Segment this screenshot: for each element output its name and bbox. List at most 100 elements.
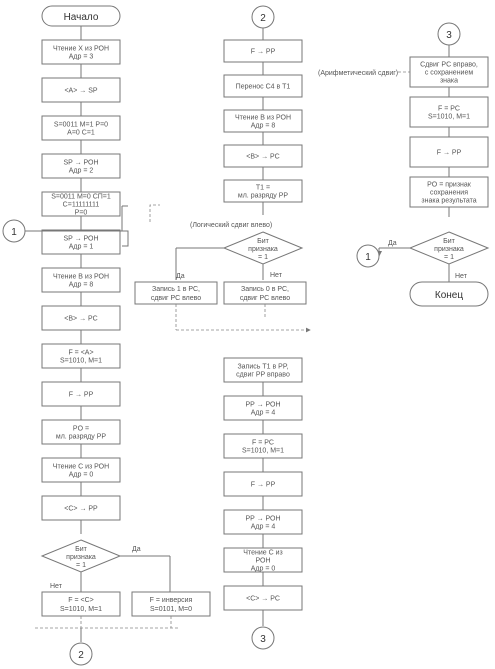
- col1-box-2: [41, 115, 121, 141]
- decision-col3-no: Нет: [455, 273, 468, 280]
- col2-box-0-line-0: F → PP: [251, 49, 276, 56]
- connector-3-bottom: [251, 626, 275, 650]
- col1-box-6-line-0: Чтение B из РОН: [53, 274, 109, 281]
- decision-col2-line1: Бит: [257, 238, 270, 245]
- col2lower-box-2-line-1: S=1010, M=1: [242, 448, 284, 455]
- col1-box-9-line-0: F → PP: [69, 392, 94, 399]
- decision-col2-no: Нет: [270, 272, 283, 279]
- col3-box-0-line-2: знака: [440, 78, 458, 85]
- end-terminator: [409, 281, 489, 307]
- branch-col1-left: [41, 591, 121, 617]
- col1-box-4-line-0: S=0011 M=0 СП=1: [51, 194, 111, 201]
- col1-box-11-line-0: Чтение C из РОН: [53, 464, 109, 471]
- branch-col1-left-line1: F = <C>: [68, 597, 93, 604]
- connector-2-bottom-label: 2: [78, 650, 84, 661]
- col1-box-4-line-2: P=0: [75, 210, 88, 217]
- col1-box-5-line-1: Адр = 1: [69, 244, 94, 251]
- col1-box-7: [41, 305, 121, 331]
- col1-box-0-line-1: Адр = 3: [69, 54, 94, 61]
- col2lower-box-2-line-0: F = РС: [252, 440, 274, 447]
- col1-box-8: [41, 343, 121, 369]
- connector-1-left-label: 1: [11, 227, 17, 238]
- decision-col3-line1: Бит: [443, 238, 456, 245]
- decision-col3-line2: признака: [434, 246, 464, 253]
- col2lower-box-4-line-1: Адр = 4: [251, 524, 276, 531]
- col3-box-0-line-0: Сдвиг PC вправо,: [420, 62, 478, 69]
- branch-col2-right-line2: сдвиг РС влево: [240, 295, 290, 302]
- decision-col2-yes: Да: [176, 273, 185, 280]
- col3-box-3-line-0: PO = признак: [427, 182, 472, 189]
- col2-box-4-line-0: T1 =: [256, 185, 270, 192]
- branch-col2-left-line1: Запись 1 в РС,: [152, 286, 200, 293]
- col1-box-3-line-0: SP → РОН: [63, 160, 98, 167]
- col1-box-1-line-0: <A> → SP: [64, 88, 97, 95]
- col3-box-3-line-2: знака результата: [421, 198, 476, 205]
- branch-col1-left-line2: S=1010, M=1: [60, 606, 102, 613]
- col2lower-box-5-line-1: РОН: [255, 558, 270, 565]
- col2-box-2-line-1: Адр = 8: [251, 123, 276, 130]
- col1-box-2-line-0: S=0011 M=1 P=0: [54, 122, 108, 129]
- col1-box-12-line-0: <C> → PP: [64, 506, 98, 513]
- col1-box-7-line-0: <B> → РС: [64, 316, 97, 323]
- connector-2-bottom: [69, 642, 93, 666]
- end-label: Конец: [435, 290, 463, 301]
- col3-box-0-line-1: с сохранением: [425, 70, 474, 77]
- col3-note: (Арифметический сдвиг): [318, 69, 398, 77]
- decision-col1-yes: Да: [132, 546, 141, 553]
- col1-box-2-line-1: А=0 С=1: [67, 130, 95, 137]
- branch-col2-right-line1: Запись 0 в РС,: [241, 286, 289, 293]
- connector-3-top-label: 3: [446, 30, 452, 41]
- col1-box-6-line-1: Адр = 8: [69, 282, 94, 289]
- decision-col2-line2: признака: [248, 246, 278, 253]
- col2lower-box-4-line-0: PP → РОН: [245, 516, 280, 523]
- col3-box-0: [409, 56, 489, 88]
- col2-box-3-line-0: <B> → РС: [246, 154, 279, 161]
- col1-box-0-line-0: Чтение X из РОН: [53, 46, 109, 53]
- col2lower-box-5-line-2: Адр = 0: [251, 566, 276, 573]
- decision-col1-line3: = 1: [76, 562, 86, 569]
- col2lower-box-0-line-1: сдвиг PP вправо: [236, 372, 290, 379]
- decision-col1-line2: признака: [66, 554, 96, 561]
- col1-box-10-line-0: PO =: [73, 426, 89, 433]
- branch-col1-right-line2: S=0101, M=0: [150, 606, 192, 613]
- col1-box-11: [41, 457, 121, 483]
- col2lower-box-4: [223, 509, 303, 535]
- col2lower-box-1-line-1: Адр = 4: [251, 410, 276, 417]
- col2lower-box-3-line-0: F → PP: [251, 482, 276, 489]
- col2lower-box-6: [223, 585, 303, 611]
- decision-col1-line1: Бит: [75, 546, 88, 553]
- col1-box-6: [41, 267, 121, 293]
- col2-box-2-line-0: Чтение B из РОН: [235, 115, 291, 122]
- connector-2-top-label: 2: [260, 13, 266, 24]
- decision-col2-line3: = 1: [258, 254, 268, 261]
- branch-col1-right-line1: F = инверсия: [150, 597, 193, 604]
- col2-box-4-line-1: мл. разряду PP: [238, 193, 289, 200]
- col1-box-0: [41, 39, 121, 65]
- col3-box-1-line-0: F = РС: [438, 106, 460, 113]
- col1-box-8-line-0: F = <A>: [68, 350, 93, 357]
- col1-box-12: [41, 495, 121, 521]
- col1-box-4-line-1: С=11111111: [63, 202, 100, 209]
- connector-3-bottom-label: 3: [260, 634, 266, 645]
- col2lower-box-1-line-0: PP → РОН: [245, 402, 280, 409]
- connector-1-right-label: 1: [365, 252, 371, 263]
- col2lower-box-0-line-0: Запись T1 в PP,: [237, 364, 288, 371]
- col1-box-3-line-1: Адр = 2: [69, 168, 94, 175]
- decision-col3-line3: = 1: [444, 254, 454, 261]
- start-label: Начало: [64, 12, 99, 23]
- col1-box-10: [41, 419, 121, 445]
- col2-note: (Логический сдвиг влево): [190, 221, 272, 229]
- connector-1-right: [356, 244, 380, 268]
- col1-box-8-line-1: S=1010, M=1: [60, 358, 102, 365]
- decision-col3-yes: Да: [388, 240, 397, 247]
- col1-box-5-line-0: SP → РОН: [63, 236, 98, 243]
- col3-box-1-line-1: S=1010, M=1: [428, 114, 470, 121]
- col1-box-11-line-1: Адр = 0: [69, 472, 94, 479]
- col1-box-10-line-1: мл. разряду PP: [56, 434, 107, 441]
- branch-col2-left-line2: сдвиг РС влево: [151, 295, 201, 302]
